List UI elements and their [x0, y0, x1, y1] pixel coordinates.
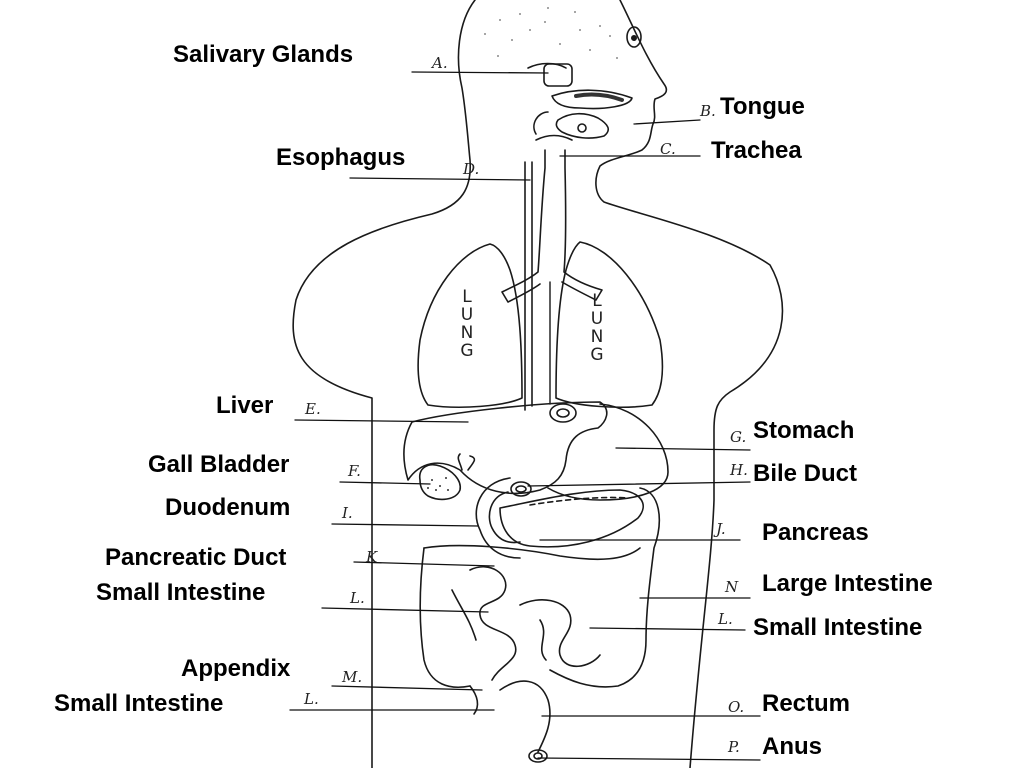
letter-o: O. [728, 698, 745, 716]
label-esophagus: Esophagus [276, 144, 406, 171]
letter-n: N [725, 578, 739, 596]
letter-f: F. [348, 462, 361, 480]
letter-i: I. [342, 504, 353, 522]
trachea-and-esophagus [501, 149, 603, 411]
liver-and-stomach [403, 401, 669, 501]
letter-h: H. [730, 461, 748, 479]
letter-g: G. [730, 428, 747, 446]
left-lung-label: L U N G [458, 288, 476, 360]
lungs [417, 241, 664, 409]
label-duodenum: Duodenum [165, 494, 291, 521]
label-salivary-glands: Salivary Glands [173, 41, 354, 68]
letter-b: B. [700, 102, 716, 120]
large-intestine [419, 487, 661, 689]
lung-letter: N [460, 323, 474, 343]
letter-l-right: L. [718, 610, 733, 628]
head-stipple [484, 7, 618, 59]
duodenum-and-pancreas [475, 477, 644, 559]
label-large-intestine: Large Intestine [762, 570, 933, 597]
letter-a: A. [432, 54, 448, 72]
small-intestine [469, 565, 601, 681]
rectum-and-anus [469, 680, 551, 763]
label-tongue: Tongue [720, 93, 805, 120]
letter-m: M. [342, 668, 363, 686]
letter-d: D. [463, 160, 480, 178]
lung-letter: U [590, 309, 604, 329]
label-small-intestine-left-upper: Small Intestine [96, 579, 266, 606]
letter-j: J. [716, 520, 726, 538]
lung-letter: U [460, 305, 474, 325]
gall-bladder [418, 464, 462, 501]
letter-k: K [366, 548, 378, 566]
body-outline [292, 0, 784, 768]
lung-letter: N [590, 327, 604, 347]
label-anus: Anus [762, 733, 822, 760]
letter-e: E. [305, 400, 321, 418]
label-small-intestine-left-lower: Small Intestine [54, 690, 224, 717]
label-pancreas: Pancreas [762, 519, 869, 546]
leader-lines [289, 71, 761, 761]
label-appendix: Appendix [181, 655, 291, 682]
label-trachea: Trachea [711, 137, 802, 164]
label-bile-duct: Bile Duct [753, 460, 858, 487]
letter-l-left-upper: L. [350, 589, 365, 607]
letter-c: C. [660, 140, 676, 158]
lung-letter: G [460, 341, 474, 361]
label-rectum: Rectum [762, 690, 851, 717]
letter-p: P. [728, 738, 740, 756]
label-gall-bladder: Gall Bladder [148, 451, 290, 478]
lung-letter: L [592, 291, 602, 311]
label-small-intestine-right: Small Intestine [753, 614, 923, 641]
lung-letter: L [462, 287, 472, 307]
label-liver: Liver [216, 392, 274, 419]
right-lung-label: L U N G [588, 292, 606, 364]
lung-letter: G [590, 345, 604, 365]
letter-l-left-lower: L. [304, 690, 319, 708]
label-stomach: Stomach [753, 417, 855, 444]
label-pancreatic-duct: Pancreatic Duct [105, 544, 287, 571]
mouth-parts [533, 63, 633, 141]
